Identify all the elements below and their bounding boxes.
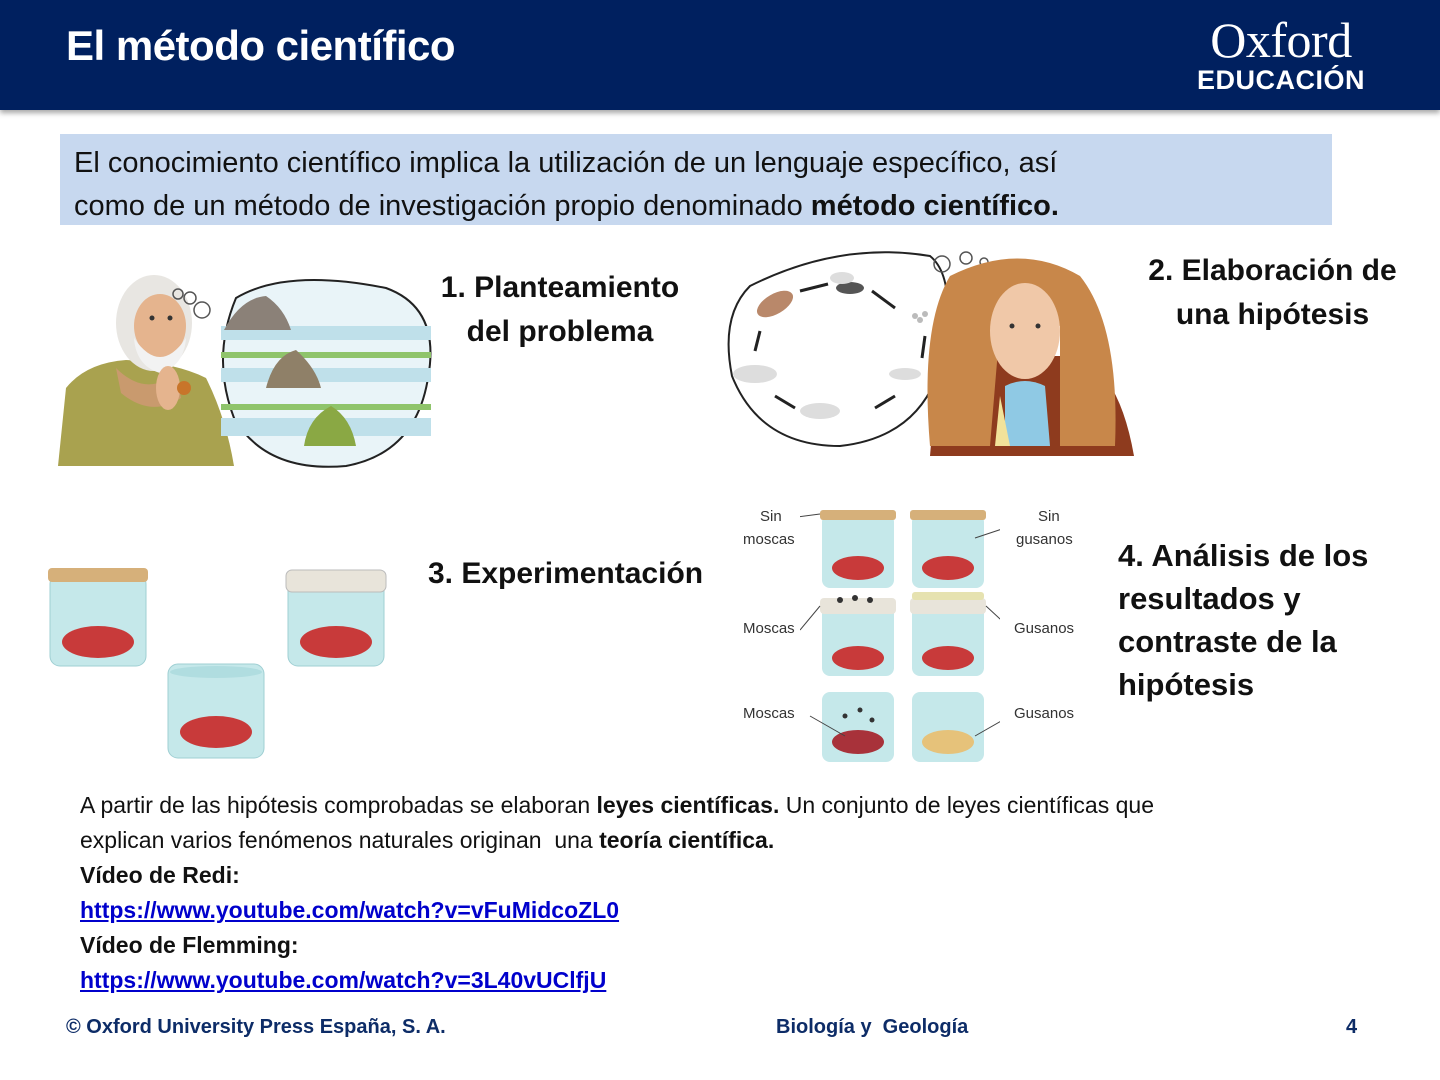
logo-brand: Oxford: [1210, 12, 1352, 68]
step-1-title: 1. Planteamiento del problema: [430, 266, 690, 354]
slide-title: El método científico: [66, 22, 456, 69]
label-sin-gusanos-1: Sin: [1038, 508, 1060, 525]
intro-line-1: El conocimiento científico implica la ut…: [74, 147, 1058, 179]
video-redi-link[interactable]: https://www.youtube.com/watch?v=vFuMidco…: [80, 897, 620, 923]
intro-line-2: como de un método de investigación propi…: [74, 185, 1318, 228]
bold-term-leyes: leyes científicas.: [596, 792, 780, 818]
logo-subtitle: EDUCACIÓN: [1196, 65, 1365, 95]
label-gusanos-middle: Gusanos: [1014, 620, 1075, 637]
intro-box: El conocimiento científico implica la ut…: [60, 134, 1332, 225]
step-2-line-1: 2. Elaboración de: [1148, 254, 1397, 287]
text: explican varios fenómenos naturales orig…: [80, 827, 600, 853]
video-redi-label: Vídeo de Redi:: [80, 862, 240, 888]
label-gusanos-bottom: Gusanos: [1014, 705, 1075, 722]
conclusion-line-2: explican varios fenómenos naturales orig…: [80, 823, 1280, 858]
label-sin-gusanos-2: gusanos: [1016, 531, 1073, 548]
video-flemming-link[interactable]: https://www.youtube.com/watch?v=3L40vUCl…: [80, 967, 607, 993]
text: Un conjunto de leyes científicas que: [779, 792, 1154, 818]
step-2-line-2: una hipótesis: [1175, 298, 1370, 331]
redi-fly-lifecycle-illustration: [727, 251, 1134, 456]
step-3-title: 3. Experimentación: [428, 557, 704, 590]
bold-term-teoria: teoría científica.: [599, 827, 775, 853]
step-1-line-1: 1. Planteamiento: [440, 271, 680, 304]
philosopher-thinking-illustration: [58, 275, 432, 468]
step-4-line-3: contraste de la: [1118, 624, 1337, 659]
step-4-line-2: resultados y: [1118, 581, 1301, 616]
step-1-line-2: del problema: [466, 315, 654, 348]
intro-bold-term: método científico.: [810, 190, 1059, 222]
step-2-title: 2. Elaboración de una hipótesis: [1140, 249, 1405, 337]
slide-header: El método científico Oxford EDUCACIÓN: [0, 0, 1440, 110]
conclusion-text-block: A partir de las hipótesis comprobadas se…: [80, 788, 1280, 998]
step-4-title: 4. Análisis de los resultados y contrast…: [1118, 534, 1418, 706]
label-moscas-middle: Moscas: [743, 620, 795, 637]
conclusion-line-1: A partir de las hipótesis comprobadas se…: [80, 788, 1280, 823]
step-4-line-4: hipótesis: [1118, 667, 1255, 702]
text: A partir de las hipótesis comprobadas se…: [80, 792, 597, 818]
footer-page-number: 4: [1346, 1016, 1358, 1038]
intro-text: como de un método de investigación propi…: [74, 190, 811, 222]
label-sin-moscas-1: Sin: [760, 508, 782, 525]
label-moscas-bottom: Moscas: [743, 705, 795, 722]
footer-subject: Biología y Geología: [776, 1016, 969, 1038]
three-jars-experiment-illustration: [48, 568, 387, 759]
footer-copyright: © Oxford University Press España, S. A.: [66, 1016, 446, 1038]
oxford-educacion-logo: Oxford EDUCACIÓN: [1186, 14, 1376, 94]
redi-results-jars-illustration: [800, 510, 1000, 762]
label-sin-moscas-2: moscas: [743, 531, 795, 548]
step-4-line-1: 4. Análisis de los: [1118, 538, 1369, 573]
video-flemming-label: Vídeo de Flemming:: [80, 932, 299, 958]
